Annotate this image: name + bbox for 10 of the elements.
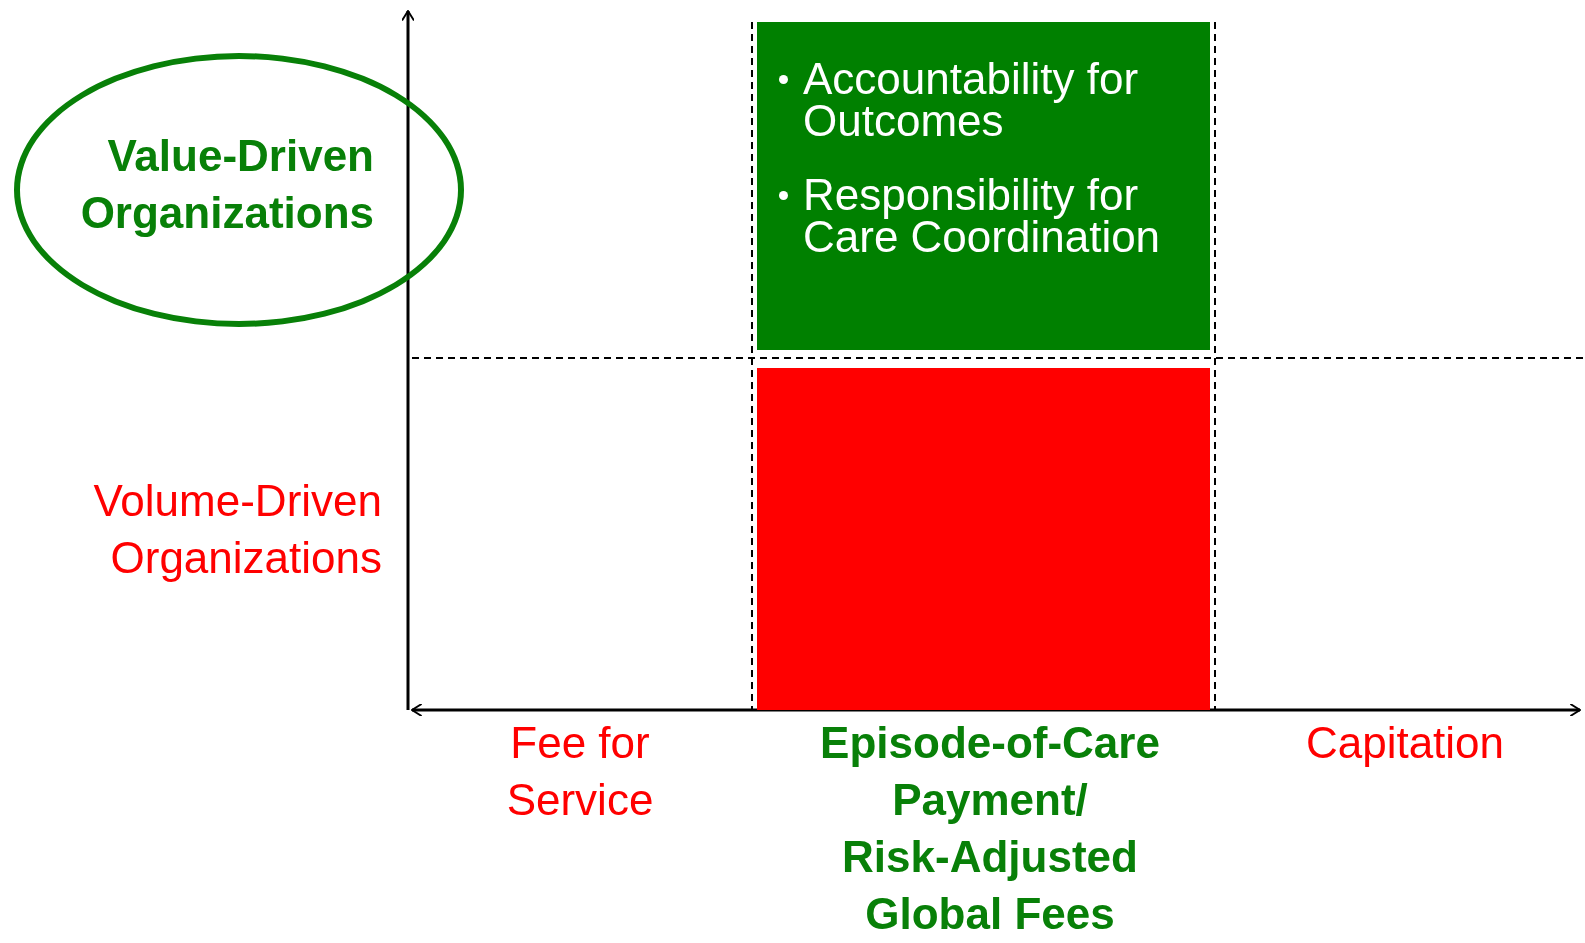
axis-label: Fee for Service <box>505 717 655 826</box>
axis-label: Episode-of-Care Payment/ Risk-Adjusted Global Fees <box>819 717 1161 940</box>
axis-label: Volume-Driven Organizations <box>92 475 382 584</box>
bullet-text: Responsibility for Care Coordination <box>803 170 1161 261</box>
oval-outline <box>14 53 464 327</box>
quadrant-box <box>757 368 1210 710</box>
heading-text: Value-Driven Organizations <box>79 130 374 239</box>
quadrant-box <box>757 22 1210 350</box>
axis-label: Capitation <box>1304 717 1506 769</box>
bullet-text: Accountability for Outcomes <box>803 54 1139 145</box>
